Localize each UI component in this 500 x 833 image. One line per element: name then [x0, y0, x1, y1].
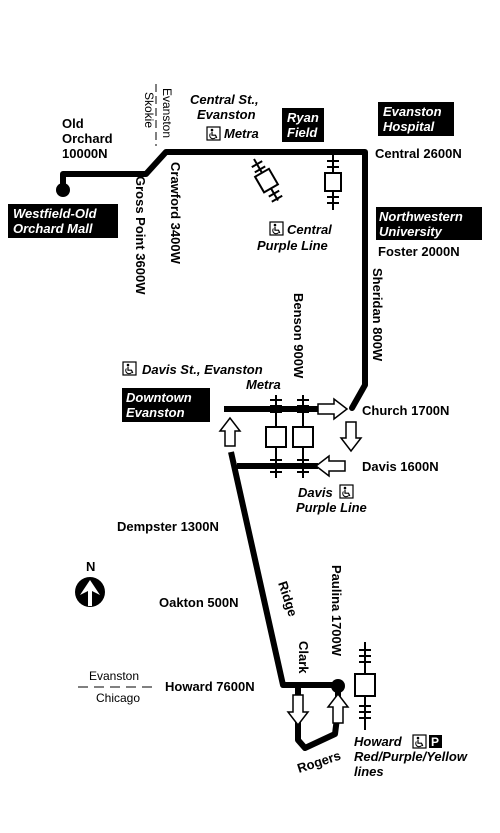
arrow-north-ridge: [218, 416, 242, 447]
clark-street-label: Clark: [296, 641, 311, 674]
arrow-south-clark: [286, 694, 310, 727]
ryan-field-label-box: [282, 108, 324, 142]
howard-station-label-3: lines: [354, 764, 384, 779]
sheridan-street-label: Sheridan 800W: [370, 268, 385, 362]
davis-purple-accessible-icon: [339, 484, 354, 499]
arrow-south-sheridan: [339, 421, 363, 453]
davis-metra-label-1: Davis St., Evanston: [142, 362, 263, 377]
central-metra-label-3: Metra: [224, 126, 259, 141]
paulina-street-label: Paulina 1700W: [329, 565, 344, 657]
arrow-north-paulina: [326, 692, 350, 724]
evanston-hospital-label-box: [378, 102, 454, 136]
central-metra-label-2: Evanston: [197, 107, 256, 122]
evanston-hospital-label-2: Hospital: [383, 119, 435, 134]
central-purple-accessible-icon: [269, 221, 284, 236]
howard-rail-icon: [354, 642, 376, 730]
boundary-chicago-horizontal: Chicago: [96, 691, 140, 705]
davis-purple-label-1: Davis: [298, 485, 333, 500]
gross-point-street-label: Gross Point 3600W: [133, 176, 148, 295]
old-orchard-label-3: 10000N: [62, 146, 108, 161]
boundary-evanston-vertical: Evanston: [160, 88, 174, 138]
davis-metra-accessible-icon: [122, 361, 137, 376]
old-orchard-terminus: [56, 183, 70, 197]
ryan-field-label-2: Field: [287, 125, 318, 140]
old-orchard-label-2: Orchard: [62, 131, 113, 146]
central-metra-label-1: Central St.,: [190, 92, 259, 107]
central-purple-label-2: Purple Line: [257, 238, 328, 253]
howard-station-label-1: Howard: [354, 734, 403, 749]
evanston-hospital-label-1: Evanston: [383, 104, 442, 119]
old-orchard-label-1: Old: [62, 116, 84, 131]
northwestern-label-box: [376, 207, 482, 240]
central-purple-rail-icon: [324, 155, 342, 210]
north-arrow-icon: N: [75, 559, 105, 607]
benson-street-label: Benson 900W: [291, 293, 306, 379]
ridge-route-line: [228, 451, 337, 688]
howard-terminus: [331, 679, 345, 693]
crawford-street-label: Crawford 3400W: [168, 162, 183, 265]
westfield-label-box: [8, 204, 118, 238]
central-street-label: Central 2600N: [375, 146, 462, 161]
howard-station-label-2: Red/Purple/Yellow: [354, 749, 468, 764]
bus-route-line: [60, 149, 368, 411]
rogers-street-label: Rogers: [295, 748, 342, 776]
downtown-evanston-label-box: [122, 388, 210, 422]
church-street-label: Church 1700N: [362, 403, 449, 418]
dempster-street-label: Dempster 1300N: [117, 519, 219, 534]
northwestern-label-2: University: [379, 224, 443, 239]
westfield-label-2: Orchard Mall: [13, 221, 93, 236]
downtown-evanston-label-1: Downtown: [126, 390, 192, 405]
foster-street-label: Foster 2000N: [378, 244, 460, 259]
northwestern-label-1: Northwestern: [379, 209, 463, 224]
westfield-label-1: Westfield-Old: [13, 206, 98, 221]
central-metra-rail-icon: [251, 158, 283, 203]
davis-rail-icon: [265, 395, 314, 478]
svg-text:N: N: [86, 559, 95, 574]
howard-street-label: Howard 7600N: [165, 679, 255, 694]
parking-icon: P: [429, 735, 442, 749]
davis-metra-label-2: Metra: [246, 377, 281, 392]
arrow-west-davis: [314, 454, 346, 478]
central-metra-accessible-icon: [206, 126, 221, 141]
davis-street-label: Davis 1600N: [362, 459, 439, 474]
boundary-skokie-vertical: Skokie: [142, 92, 156, 128]
ryan-field-label-1: Ryan: [287, 110, 319, 125]
downtown-evanston-label-2: Evanston: [126, 405, 185, 420]
boundary-evanston-horizontal: Evanston: [89, 669, 139, 683]
svg-text:P: P: [431, 735, 439, 749]
arrow-east-church: [317, 397, 349, 421]
central-purple-label-1: Central: [287, 222, 332, 237]
ridge-street-label: Ridge: [275, 579, 300, 618]
davis-purple-label-2: Purple Line: [296, 500, 367, 515]
howard-accessible-icon: [412, 734, 427, 749]
oakton-street-label: Oakton 500N: [159, 595, 238, 610]
